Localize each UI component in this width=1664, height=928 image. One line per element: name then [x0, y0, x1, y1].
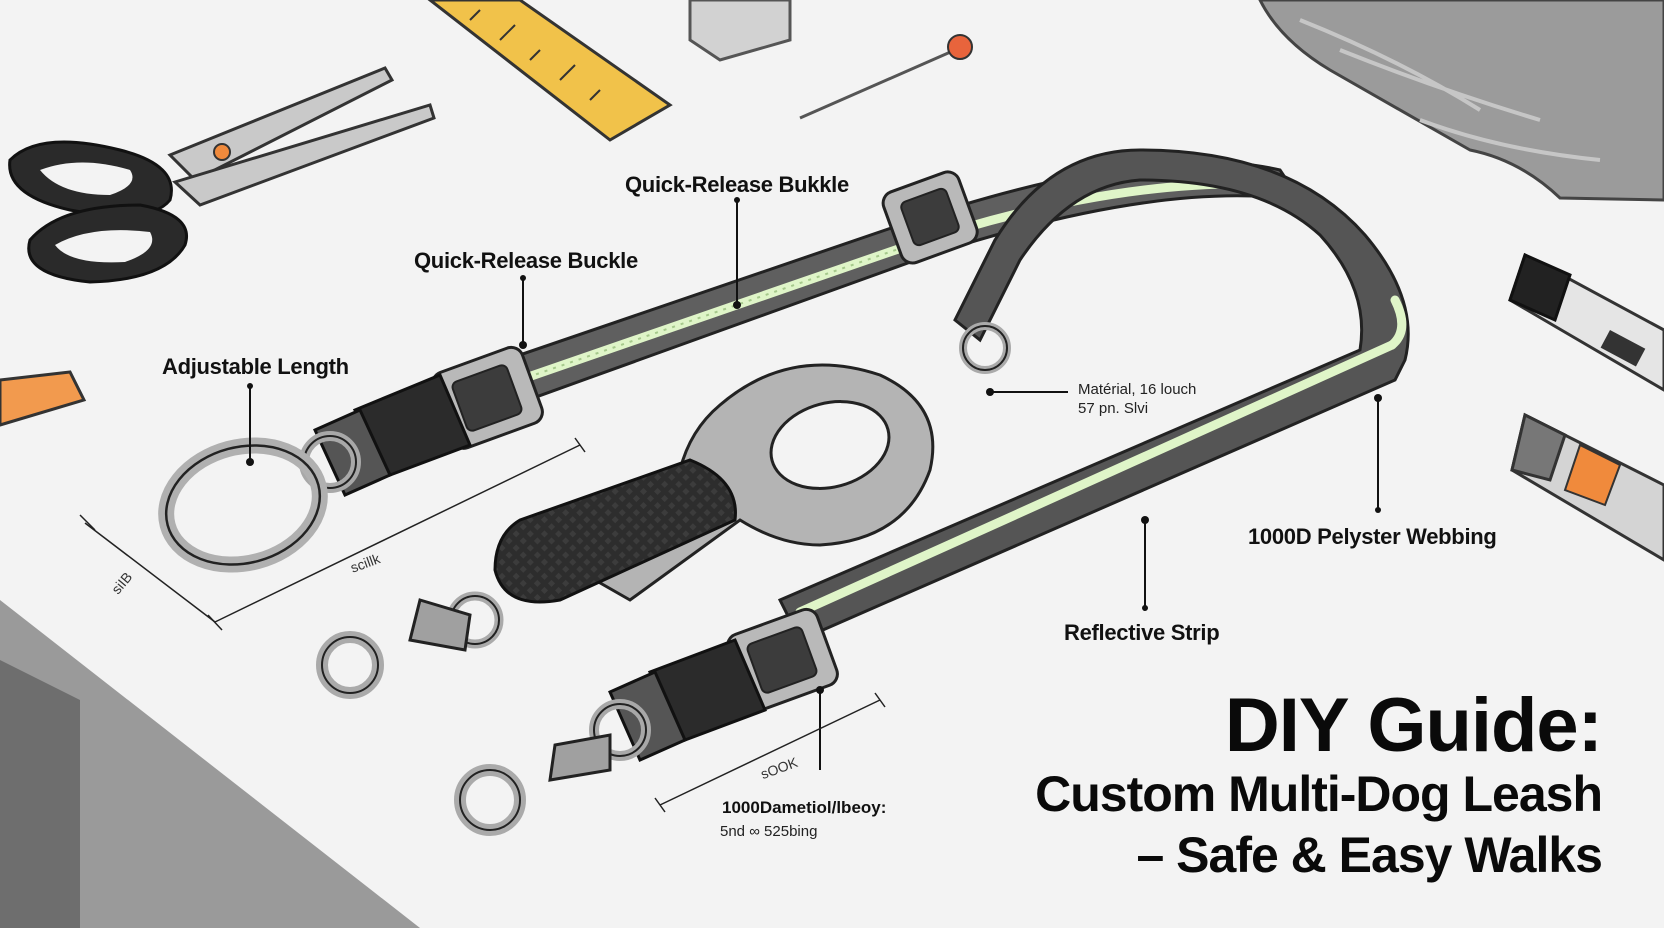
page-subtitle-line1: Custom Multi-Dog Leash — [1035, 766, 1603, 822]
leader-dots — [246, 197, 1382, 694]
chalk-icon — [0, 370, 87, 427]
label-material: Matérial, 16 louch 57 pn. Slvi — [1078, 380, 1196, 418]
top-slider — [881, 170, 979, 265]
label-material-line1: Matérial, 16 louch — [1078, 381, 1197, 398]
label-quick-release-buckle-left: Quick-Release Buckle — [414, 248, 638, 273]
loop-strap — [777, 148, 1410, 642]
label-quick-release-buckle-top: Quick-Release Bukkle — [625, 172, 849, 197]
pin-icon — [799, 34, 973, 120]
label-material-line2: 57 pn. Slvi — [1078, 400, 1149, 417]
fabric-icon — [1258, 0, 1664, 202]
marker-icon — [1508, 252, 1664, 562]
chalk-icon — [688, 0, 792, 62]
page-title: DIY Guide: — [1224, 683, 1603, 768]
scissors-icon — [8, 66, 436, 284]
leash-handle — [316, 322, 1011, 699]
left-buckle — [158, 345, 544, 573]
label-spec-line1: 1000Dametiol/lbeoy: — [722, 798, 887, 817]
page-subtitle-line2: – Safe & Easy Walks — [1136, 827, 1603, 883]
table-edge-shadow — [0, 600, 420, 928]
table-leg-shadow — [0, 660, 80, 928]
bottom-buckle — [454, 607, 839, 836]
label-webbing: 1000D Pelyster Webbing — [1248, 524, 1497, 549]
label-spec-line2: 5nd ∞ 525bing — [720, 823, 818, 840]
label-reflective-strip: Reflective Strip — [1064, 620, 1220, 645]
dimension-lines — [79, 437, 886, 813]
label-adjustable-length: Adjustable Length — [162, 354, 349, 379]
leader-lines — [249, 200, 1379, 770]
ruler-icon — [427, 0, 673, 142]
